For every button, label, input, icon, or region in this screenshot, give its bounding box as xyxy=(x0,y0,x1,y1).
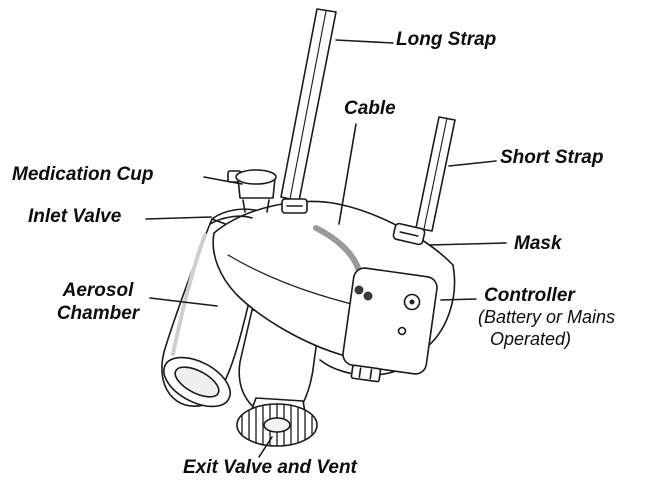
exit-valve-label: Exit Valve and Vent xyxy=(183,457,357,478)
aerosol-chamber-leader-line xyxy=(149,297,218,307)
controller-drawing xyxy=(342,267,438,383)
exit-valve-drawing xyxy=(236,403,318,447)
long-strap-leader-line xyxy=(335,39,394,44)
medication-cup-drawing xyxy=(227,169,277,213)
medication-cup-leader-line xyxy=(203,176,243,185)
strap-slot-drawing xyxy=(281,198,308,214)
long-strap-drawing xyxy=(280,8,337,202)
medication-cup-label: Medication Cup xyxy=(12,164,154,185)
leader-lines xyxy=(145,39,507,458)
controller-label-title: Controller xyxy=(484,285,575,306)
controller-label: Controller (Battery or Mains Operated) xyxy=(478,284,615,351)
mask-leader-line xyxy=(428,242,507,246)
short-strap-drawing xyxy=(415,116,456,232)
mask-label: Mask xyxy=(514,233,562,254)
controller-note-line2: Operated) xyxy=(490,329,572,350)
long-strap-label: Long Strap xyxy=(396,29,497,50)
short-strap-leader-line xyxy=(448,160,497,167)
cable-leader-line xyxy=(338,123,357,225)
cable-label: Cable xyxy=(344,98,396,119)
inlet-valve-label: Inlet Valve xyxy=(28,206,122,227)
aerosol-chamber-label: Aerosol Chamber xyxy=(42,279,154,325)
exit-valve-leader-line xyxy=(258,436,273,458)
inlet-valve-leader-line xyxy=(145,216,212,220)
short-strap-label: Short Strap xyxy=(500,147,604,168)
controller-leader-line xyxy=(440,298,477,301)
aerosol-chamber-label-line1: Aerosol xyxy=(62,280,134,301)
controller-note-line1: (Battery or Mains xyxy=(478,307,616,328)
inlet-valve-drawing xyxy=(209,215,253,225)
mask-buckle-drawing xyxy=(392,222,426,246)
aerosol-chamber-label-line2: Chamber xyxy=(56,303,140,325)
